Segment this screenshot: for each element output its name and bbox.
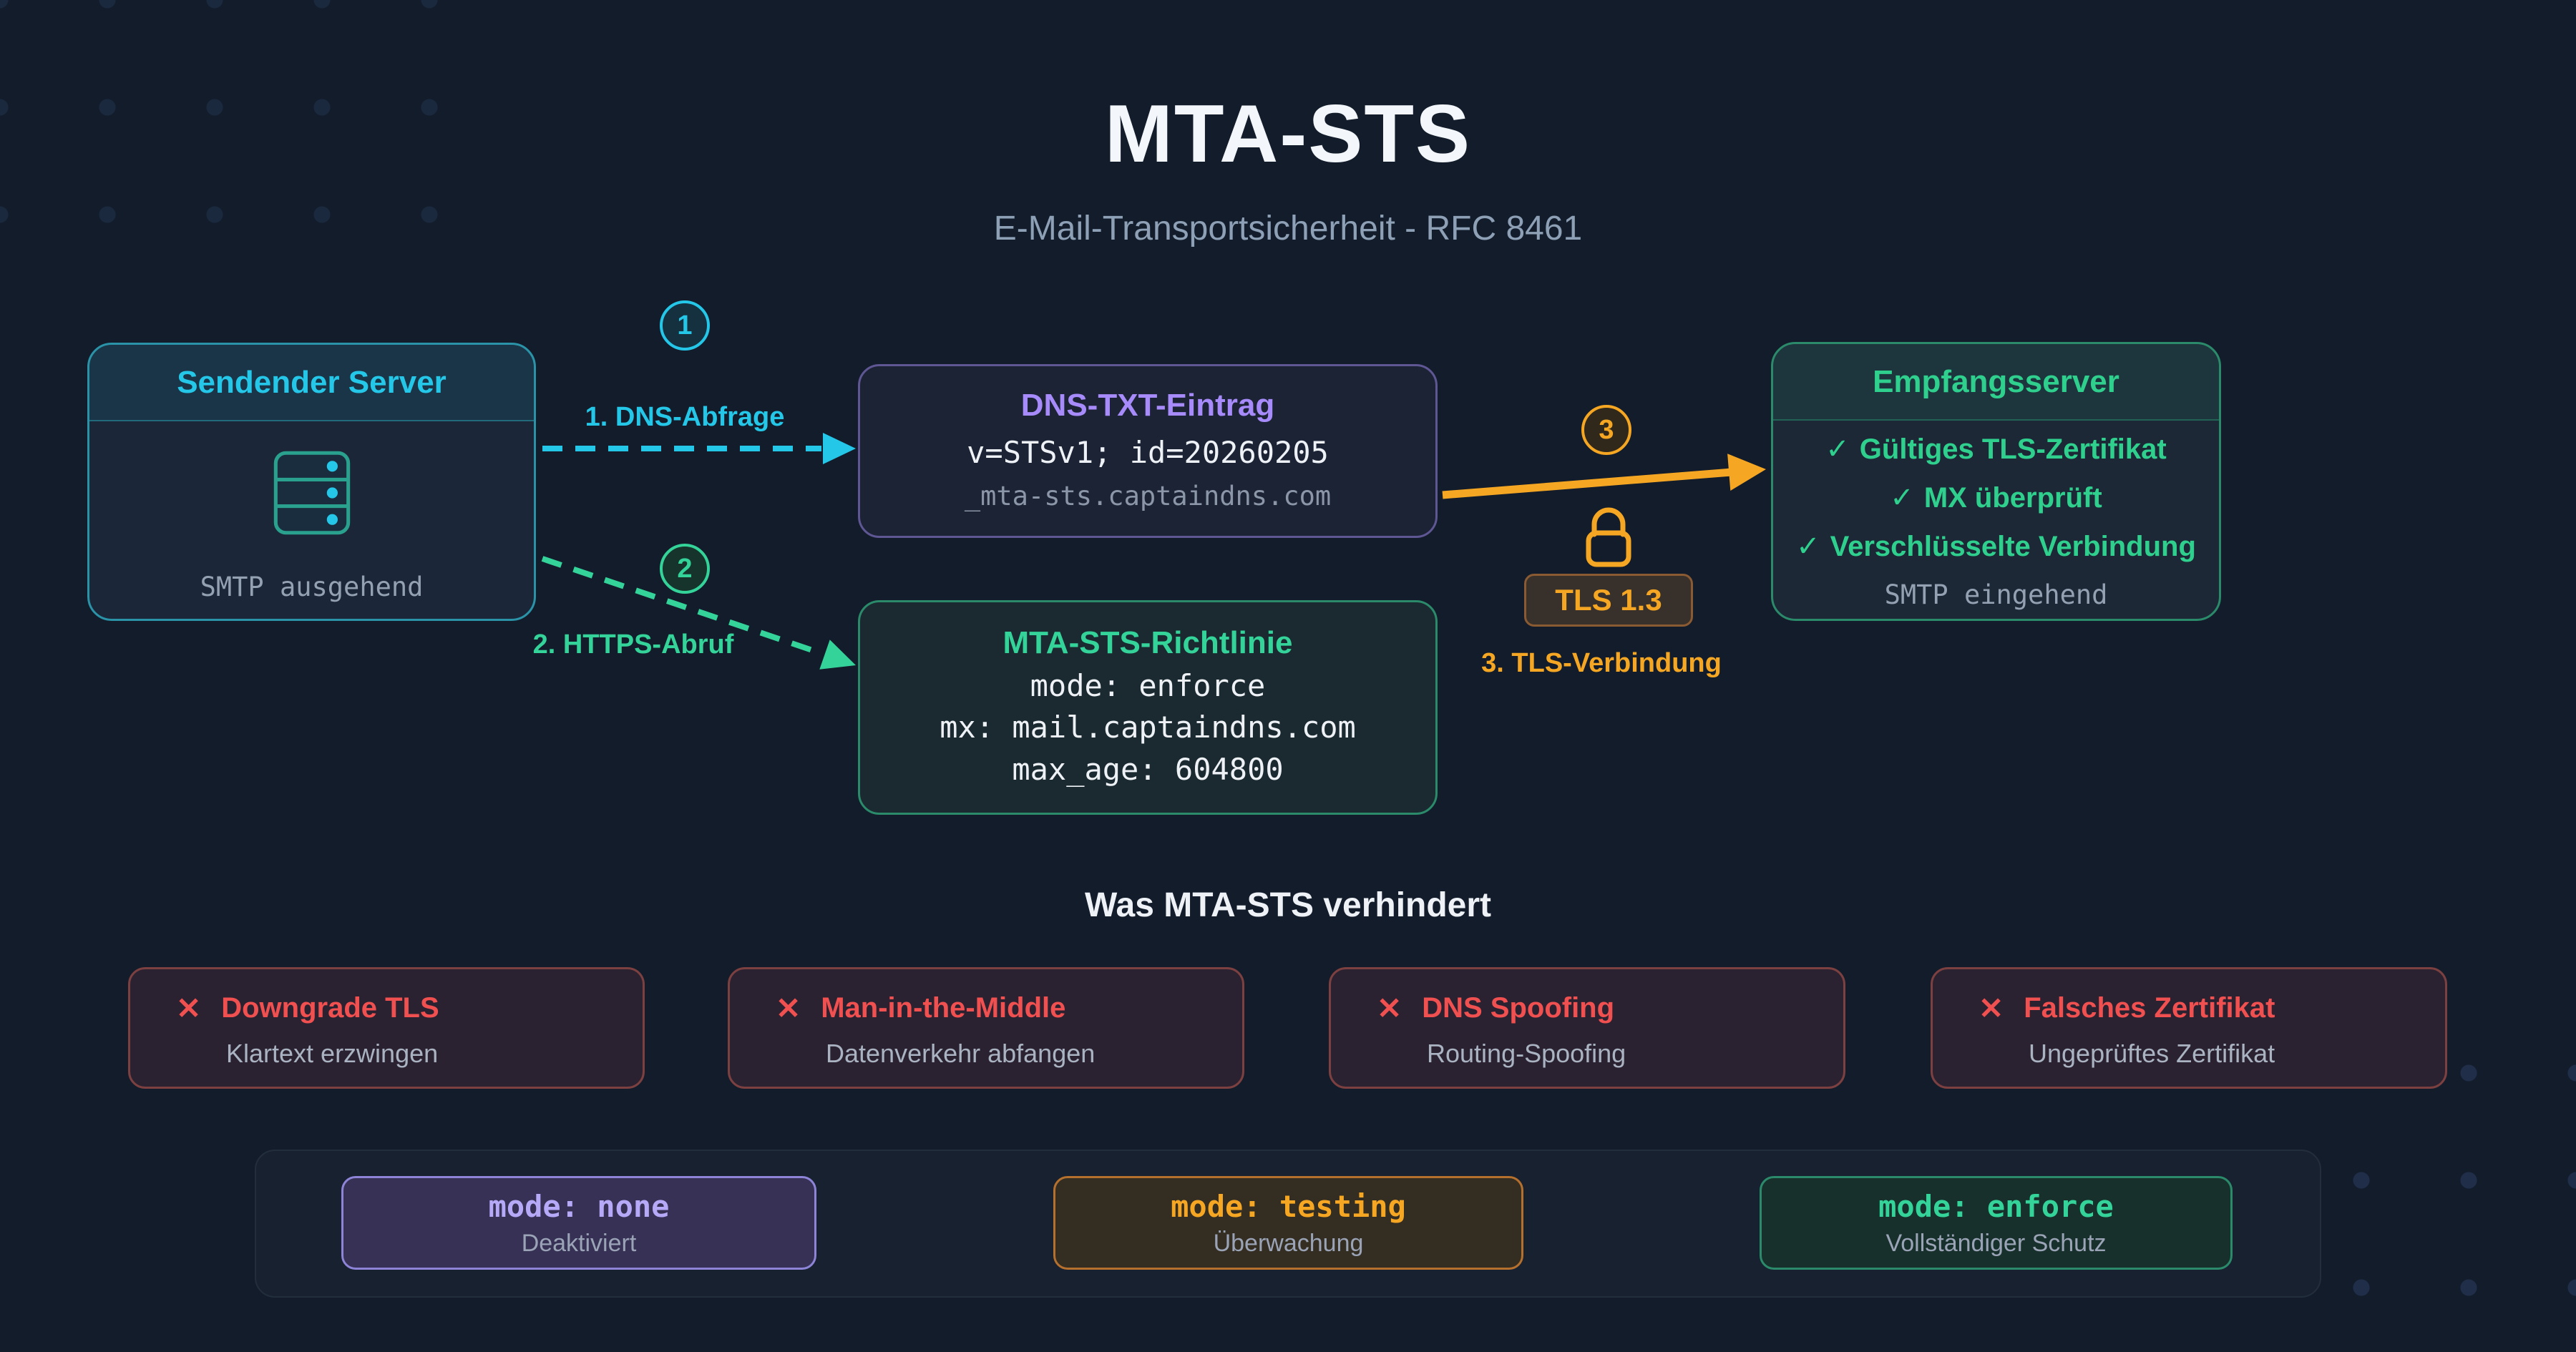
threat-title: Falsches Zertifikat (2024, 992, 2275, 1024)
mode-enforce-code: mode: enforce (1878, 1188, 2114, 1224)
x-icon: ✕ (1377, 991, 1402, 1025)
threat-false-certificate: ✕ Falsches Zertifikat Ungeprüftes Zertif… (1931, 967, 2447, 1089)
tls-version-badge: TLS 1.3 (1524, 574, 1693, 627)
threat-title: Downgrade TLS (221, 992, 439, 1024)
threat-desc: Ungeprüftes Zertifikat (2029, 1039, 2275, 1068)
sender-server-caption: SMTP ausgehend (200, 572, 424, 602)
mta-sts-policy-box: MTA-STS-Richtlinie mode: enforce mx: mai… (858, 600, 1438, 815)
mode-testing-box: mode: testing Überwachung (1053, 1176, 1523, 1270)
mta-sts-policy-title: MTA-STS-Richtlinie (1002, 625, 1293, 660)
dns-txt-record-box: DNS-TXT-Eintrag v=STSv1; id=20260205 _mt… (858, 364, 1438, 538)
mode-testing-code: mode: testing (1171, 1188, 1406, 1224)
lock-icon (1586, 507, 1631, 567)
check-mx-verified: ✓ MX überprüft (1890, 475, 2102, 521)
page-title: MTA-STS (1104, 89, 1472, 180)
step-1-label: 1. DNS-Abfrage (585, 402, 785, 432)
x-icon: ✕ (176, 991, 202, 1025)
threat-downgrade-tls: ✕ Downgrade TLS Klartext erzwingen (128, 967, 645, 1089)
server-rack-icon (273, 451, 350, 535)
dns-txt-record-title: DNS-TXT-Eintrag (1020, 388, 1275, 423)
mode-enforce-box: mode: enforce Vollständiger Schutz (1760, 1176, 2233, 1270)
step-3-badge: 3 (1581, 405, 1631, 455)
mode-none-code: mode: none (488, 1188, 670, 1224)
step-3-label: 3. TLS-Verbindung (1481, 648, 1722, 678)
check-valid-tls-cert: ✓ Gültiges TLS-Zertifikat (1825, 426, 2166, 472)
check-encrypted-connection-label: Verschlüsselte Verbindung (1830, 530, 2196, 562)
mode-enforce-label: Vollständiger Schutz (1885, 1229, 2107, 1257)
threat-title: Man-in-the-Middle (821, 992, 1066, 1024)
threat-desc: Klartext erzwingen (226, 1039, 439, 1068)
dns-txt-record-host: _mta-sts.captaindns.com (964, 481, 1332, 511)
step-2-badge: 2 (660, 544, 710, 594)
threat-title: DNS Spoofing (1422, 992, 1615, 1024)
check-icon: ✓ (1825, 433, 1850, 465)
receiving-server-header: Empfangsserver (1773, 344, 2219, 421)
dns-query-arrowhead (823, 433, 856, 464)
step-1-badge: 1 (660, 300, 710, 351)
threats-heading: Was MTA-STS verhindert (1084, 886, 1492, 924)
receiving-server-box: Empfangsserver ✓ Gültiges TLS-Zertifikat … (1771, 342, 2221, 621)
tls-connection-arrow-line (1442, 468, 1732, 499)
sender-server-title: Sendender Server (177, 364, 447, 400)
check-icon: ✓ (1890, 481, 1914, 514)
x-icon: ✕ (776, 991, 801, 1025)
mode-none-box: mode: none Deaktiviert (341, 1176, 816, 1270)
check-icon: ✓ (1796, 530, 1820, 562)
sender-server-box: Sendender Server SMTP ausgehend (87, 343, 536, 621)
threat-man-in-the-middle: ✕ Man-in-the-Middle Datenverkehr abfange… (728, 967, 1244, 1089)
dns-txt-record-value: v=STSv1; id=20260205 (967, 434, 1329, 470)
threat-desc: Datenverkehr abfangen (826, 1039, 1096, 1068)
policy-mode-line: mode: enforce (1030, 667, 1266, 703)
sender-server-body: SMTP ausgehend (89, 421, 534, 619)
check-mx-verified-label: MX überprüft (1923, 481, 2102, 514)
receiving-server-caption: SMTP eingehend (1884, 579, 2108, 610)
https-fetch-arrowhead (819, 640, 856, 670)
x-icon: ✕ (1979, 991, 2004, 1025)
threat-dns-spoofing: ✕ DNS Spoofing Routing-Spoofing (1329, 967, 1845, 1089)
check-valid-tls-cert-label: Gültiges TLS-Zertifikat (1859, 433, 2167, 465)
check-encrypted-connection: ✓ Verschlüsselte Verbindung (1796, 524, 2196, 569)
page-subtitle: E-Mail-Transportsicherheit - RFC 8461 (993, 210, 1583, 248)
receiving-server-title: Empfangsserver (1873, 363, 2119, 399)
sender-server-header: Sendender Server (89, 345, 534, 421)
threat-desc: Routing-Spoofing (1427, 1039, 1626, 1068)
mode-testing-label: Überwachung (1213, 1229, 1364, 1257)
receiving-server-body: ✓ Gültiges TLS-Zertifikat ✓ MX überprüft ✓… (1773, 421, 2219, 619)
mode-none-label: Deaktiviert (521, 1229, 637, 1257)
tls-connection-arrowhead (1727, 454, 1766, 491)
policy-max-age-line: max_age: 604800 (1012, 751, 1284, 787)
step-2-label: 2. HTTPS-Abruf (532, 630, 734, 660)
policy-mx-line: mx: mail.captaindns.com (940, 710, 1356, 745)
